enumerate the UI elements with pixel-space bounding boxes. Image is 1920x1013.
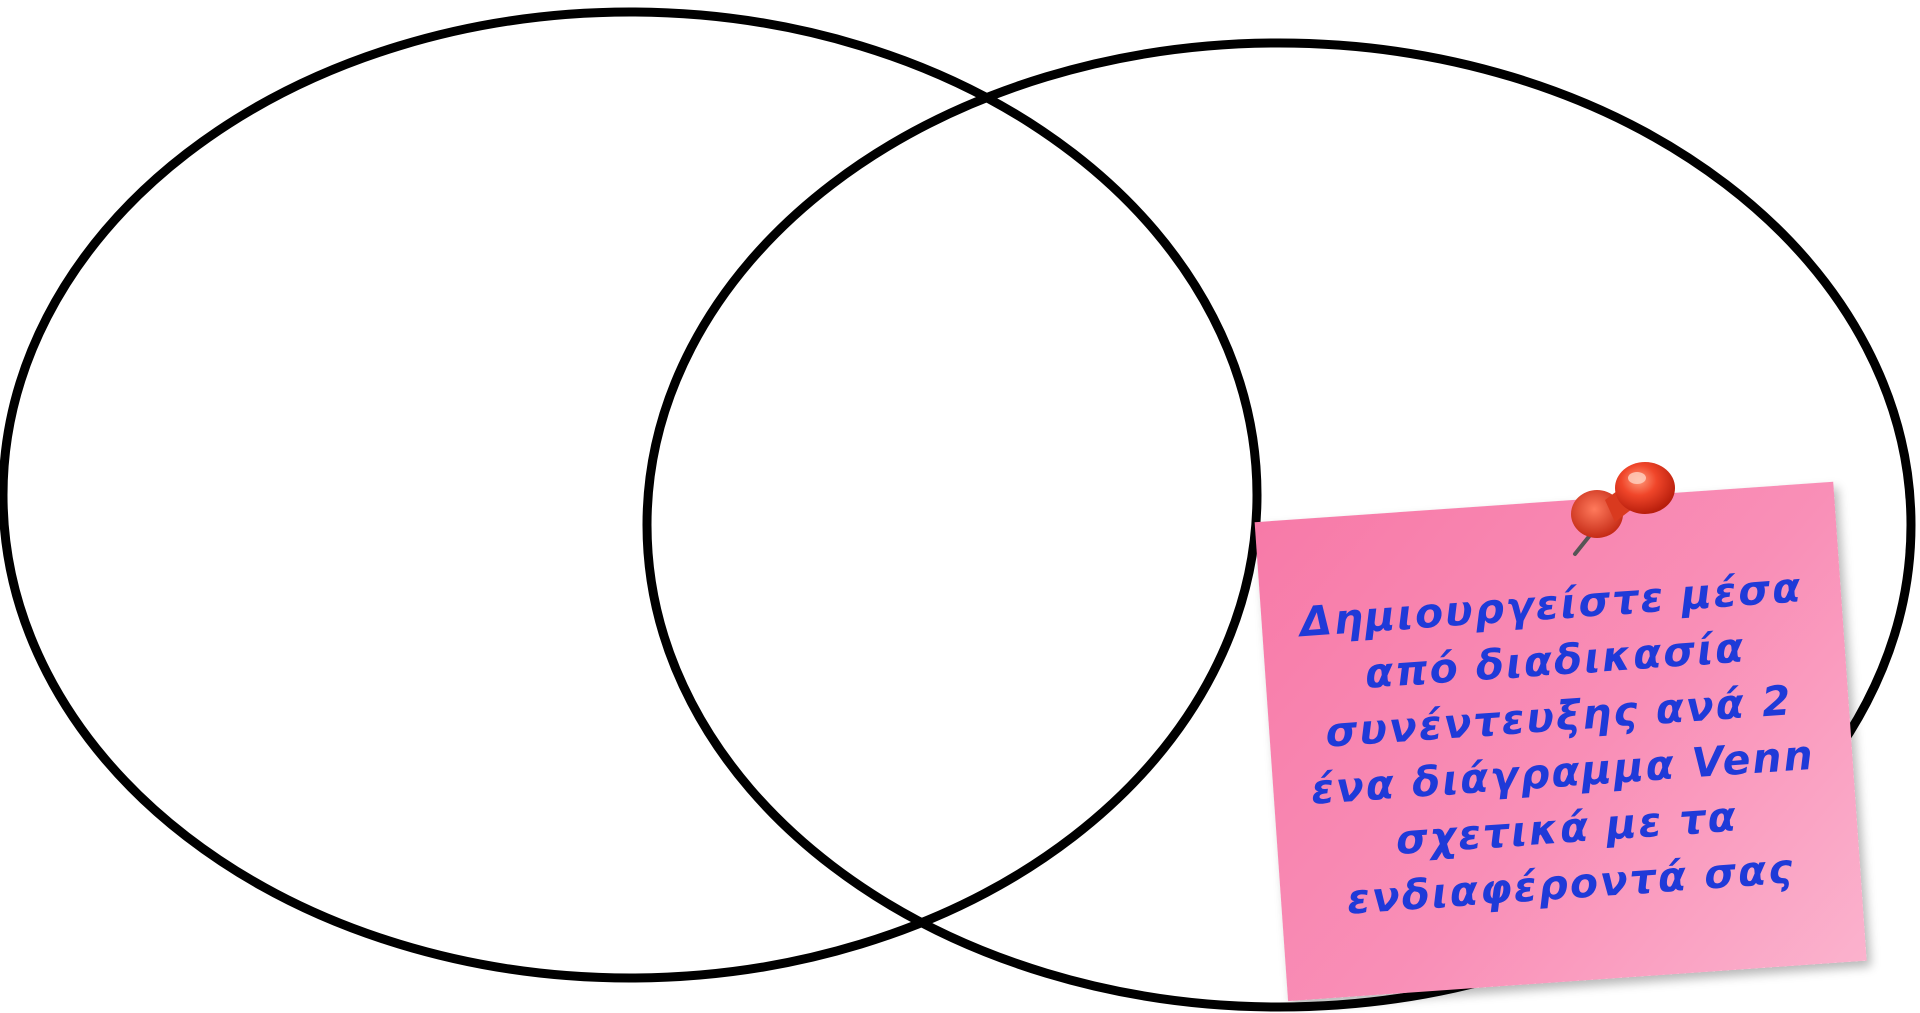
venn-circle-left — [3, 12, 1257, 978]
sticky-note-text: Δημιουργείστε μέσα από διαδικασία συνέντ… — [1290, 559, 1832, 930]
pushpin-icon — [1545, 456, 1685, 566]
